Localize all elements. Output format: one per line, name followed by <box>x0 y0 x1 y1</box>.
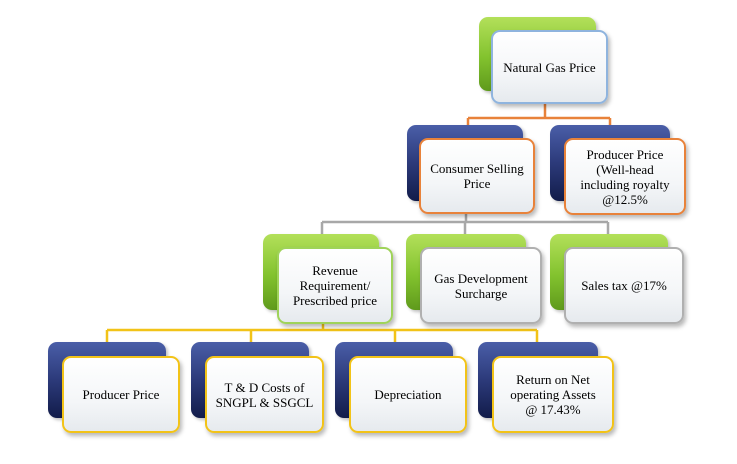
node-label: Producer Price <box>82 387 160 402</box>
node-box: Gas Development Surcharge <box>420 247 542 324</box>
node-box: Depreciation <box>349 356 467 433</box>
node-box: T & D Costs of SNGPL & SSGCL <box>205 356 324 433</box>
node-label: Gas Development Surcharge <box>434 270 528 301</box>
node-label: Producer Price (Well-head including roya… <box>580 146 670 207</box>
node-producer-price: Producer Price <box>48 342 180 433</box>
node-revenue-requirement: Revenue Requirement/ Prescribed price <box>263 234 393 324</box>
node-box: Sales tax @17% <box>564 247 684 324</box>
node-box: Return on Net operating Assets @ 17.43% <box>492 356 614 433</box>
node-consumer-selling-price: Consumer Selling Price <box>407 125 535 214</box>
node-box: Producer Price (Well-head including roya… <box>564 138 686 215</box>
node-gas-development-surcharge: Gas Development Surcharge <box>406 234 542 324</box>
node-box: Natural Gas Price <box>491 30 608 104</box>
node-label: Revenue Requirement/ Prescribed price <box>292 263 378 308</box>
node-box: Consumer Selling Price <box>419 138 535 214</box>
node-producer-price-wellhead: Producer Price (Well-head including roya… <box>550 125 686 215</box>
connector-revenue-children <box>105 322 539 343</box>
node-label: Depreciation <box>374 387 442 402</box>
node-label: Natural Gas Price <box>503 59 596 75</box>
node-label: Sales tax @17% <box>581 278 667 293</box>
node-box: Producer Price <box>62 356 180 433</box>
node-depreciation: Depreciation <box>335 342 467 433</box>
node-label: T & D Costs of SNGPL & SSGCL <box>215 379 314 410</box>
node-label: Consumer Selling Price <box>430 161 524 191</box>
node-natural-gas-price: Natural Gas Price <box>479 17 610 106</box>
node-sales-tax: Sales tax @17% <box>550 234 684 324</box>
node-label: Return on Net operating Assets @ 17.43% <box>510 372 596 417</box>
node-box: Revenue Requirement/ Prescribed price <box>277 247 393 324</box>
node-td-costs: T & D Costs of SNGPL & SSGCL <box>191 342 324 433</box>
node-return-on-assets: Return on Net operating Assets @ 17.43% <box>478 342 614 433</box>
connector-root-children <box>466 104 612 130</box>
connector-consumer-children <box>320 212 610 235</box>
